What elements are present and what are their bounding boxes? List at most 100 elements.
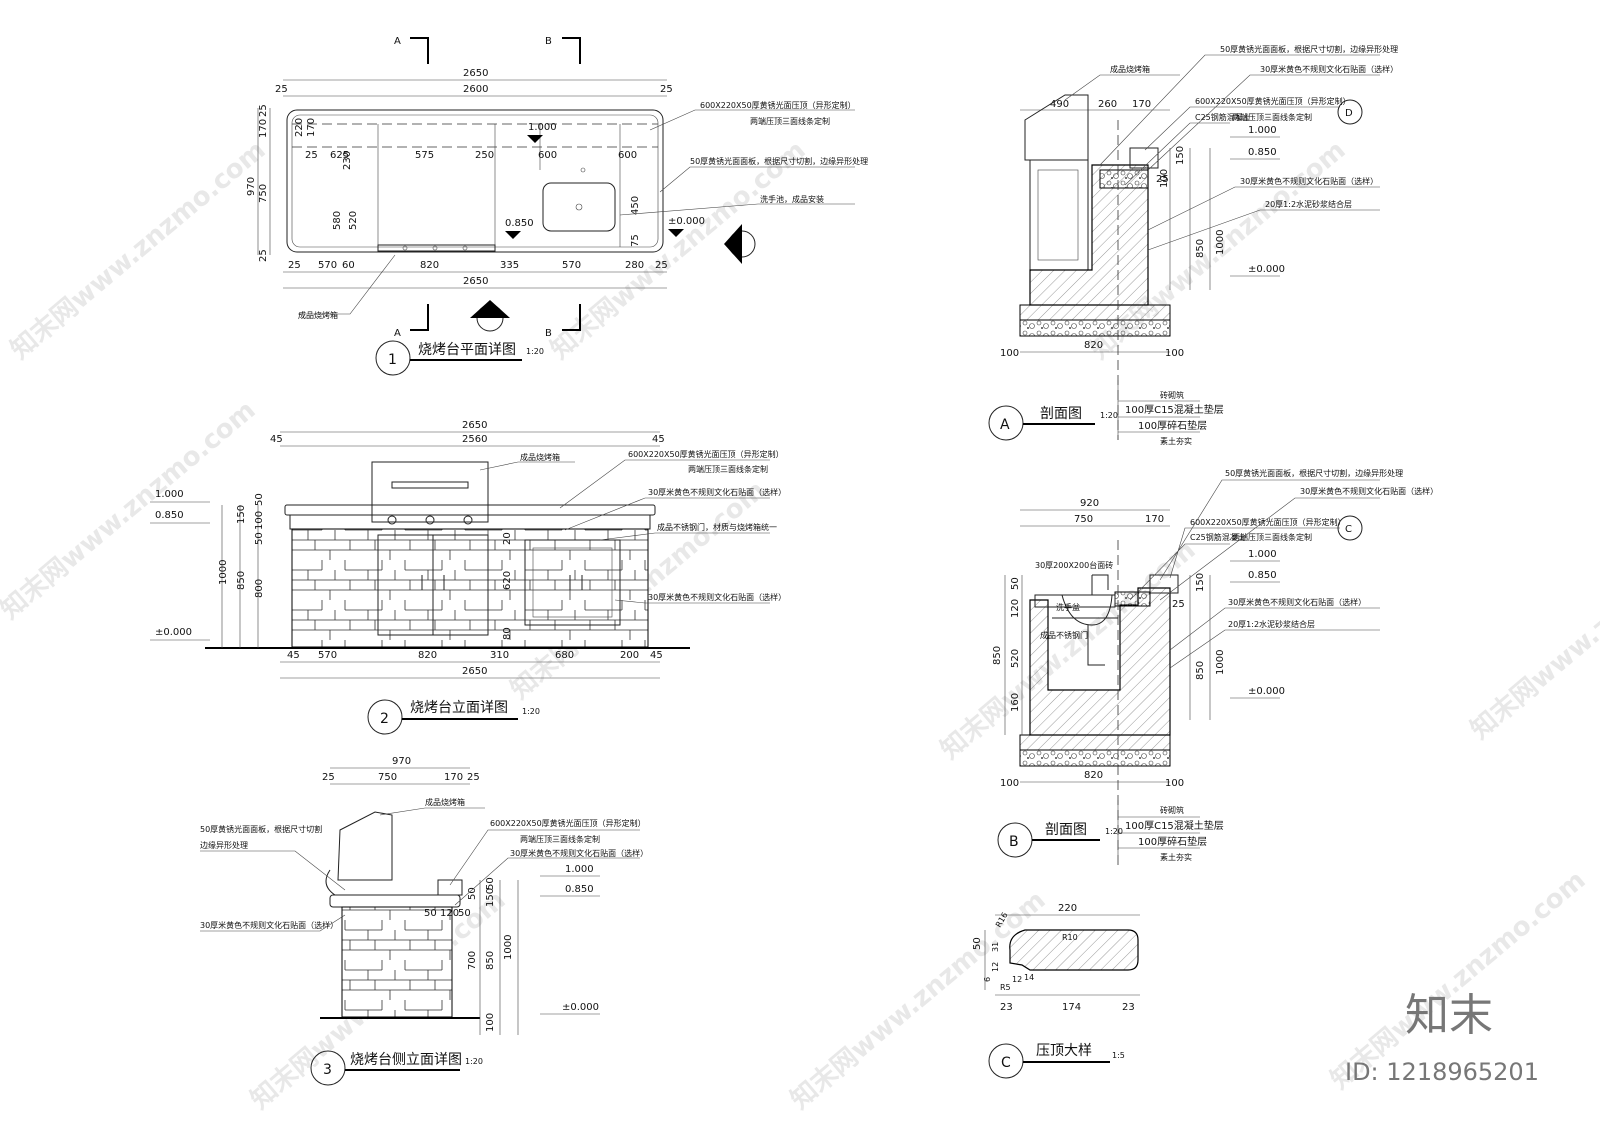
layer-label: 素土夯实 — [1160, 852, 1192, 862]
section-a-label: A — [394, 36, 401, 47]
dimension: 200 — [620, 650, 639, 661]
dimension: 120 — [1010, 599, 1021, 618]
dimension: 1000 — [1215, 650, 1226, 675]
annotation: 30厚米黄色不规则文化石贴面（选样） — [1240, 176, 1378, 186]
dimension: 2650 — [462, 666, 487, 677]
dimension: 2650 — [463, 68, 488, 79]
dimension: 50 — [1010, 577, 1021, 590]
dimension: 620 — [502, 571, 513, 590]
annotation: 50厚黄锈光面面板，根据尺寸切割 — [200, 824, 322, 834]
layer-label: 100厚C15混凝土垫层 — [1125, 403, 1224, 416]
dimension: 45 — [287, 650, 300, 661]
dimension: 750 — [378, 772, 397, 783]
view-scale: 1:5 — [1112, 1051, 1125, 1060]
level-mark: ±0.000 — [668, 216, 705, 227]
view-number: 3 — [323, 1062, 332, 1078]
dimension: 820 — [1084, 770, 1103, 781]
front-elevation-view: 2650 45 2560 45 1.000 0.850 ±0.000 50 — [150, 420, 786, 735]
dimension: 100 — [485, 1013, 496, 1032]
dimension: 280 — [625, 260, 644, 271]
callout-label: C — [1345, 524, 1352, 535]
dimension: 570 — [318, 650, 337, 661]
section-b-label: B — [545, 36, 552, 47]
dimension: R10 — [1062, 933, 1078, 942]
dimension: 100 — [1165, 778, 1184, 789]
dimension: 50 — [458, 908, 471, 919]
annotation: 20厚1:2水泥砂浆结合层 — [1265, 199, 1352, 209]
dimension: 820 — [418, 650, 437, 661]
dimension: 150 — [485, 888, 496, 907]
view-scale: 1:20 — [522, 707, 540, 716]
dimension: 970 — [392, 756, 411, 767]
annotation: 20厚1:2水泥砂浆结合层 — [1228, 619, 1315, 629]
dimension: 12 — [991, 962, 1000, 972]
dimension: 850 — [992, 646, 1003, 665]
dimension: 160 — [1010, 693, 1021, 712]
dimension: 335 — [500, 260, 519, 271]
watermark: 知末网www.znzmo.com — [1465, 515, 1600, 745]
level-mark: ±0.000 — [1248, 264, 1285, 275]
annotation: 50厚黄锈光面面板，根据尺寸切割，边缘异形处理 — [1225, 468, 1403, 478]
annotation: C25钢筋混凝土 — [1190, 532, 1246, 542]
dimension: 50 — [254, 532, 265, 545]
dimension: 25 — [322, 772, 335, 783]
level-mark: 1.000 — [1248, 125, 1277, 136]
brand-logo-text: 知末 — [1405, 990, 1493, 1041]
dimension: 600 — [538, 150, 557, 161]
dimension: 520 — [348, 211, 359, 230]
annotation: 50厚黄锈光面面板，根据尺寸切割，边缘异形处理 — [1220, 44, 1398, 54]
annotation: 成品烧烤箱 — [1110, 64, 1150, 74]
dimension: 1000 — [218, 560, 229, 585]
view-scale: 1:20 — [1100, 411, 1118, 420]
dimension: 31 — [991, 942, 1000, 952]
annotation: 30厚米黄色不规则文化石贴面（选样） — [1228, 597, 1366, 607]
view-title: 烧烤台侧立面详图 — [350, 1052, 462, 1068]
level-mark: 0.850 — [565, 884, 594, 895]
side-elevation-view: 970 25 750 170 25 1.000 0.850 ±0.000 50 … — [200, 756, 648, 1086]
dimension: 45 — [652, 434, 665, 445]
annotation: 600X220X50厚黄锈光面压顶（异形定制） — [628, 449, 784, 459]
annotation: 600X220X50厚黄锈光面压顶（异形定制） — [1190, 517, 1346, 527]
dimension: 450 — [630, 196, 641, 215]
watermark: 知末网www.znzmo.com — [785, 885, 1051, 1115]
dimension: 220 — [1058, 903, 1077, 914]
dimension: 12 — [1012, 975, 1022, 984]
dimension: 625 — [330, 150, 349, 161]
dimension: 25 — [660, 84, 673, 95]
plan-view: A B A B 2650 25 2600 25 625 575 250 — [246, 36, 868, 376]
dimension: 50 — [254, 493, 265, 506]
dimension: 570 — [318, 260, 337, 271]
level-mark: ±0.000 — [562, 1002, 599, 1013]
dimension: 50 — [485, 877, 496, 890]
dimension: 250 — [475, 150, 494, 161]
view-title: 剖面图 — [1040, 406, 1082, 422]
level-mark: 0.850 — [505, 218, 534, 229]
callout-label: 30厚200X200台面砖 — [1035, 560, 1113, 570]
annotation: 洗手池，成品安装 — [760, 194, 824, 204]
dimension: 25 — [275, 84, 288, 95]
dimension: 100 — [1165, 348, 1184, 359]
dimension: 120 — [440, 908, 459, 919]
dimension: 25 — [1156, 174, 1169, 185]
dimension: 680 — [555, 650, 574, 661]
annotation: 30厚米黄色不规则文化石贴面（选样） — [648, 487, 786, 497]
dimension: 820 — [420, 260, 439, 271]
dimension: 850 — [1195, 661, 1206, 680]
annotation: 600X220X50厚黄锈光面压顶（异形定制） — [700, 100, 856, 110]
layer-label: 100厚碎石垫层 — [1138, 419, 1207, 432]
view-title: 压顶大样 — [1036, 1043, 1092, 1059]
dimension: 1000 — [1215, 230, 1226, 255]
dimension: 6 — [983, 977, 992, 982]
dimension: 170 — [1132, 99, 1151, 110]
annotation: 50厚黄锈光面面板，根据尺寸切割，边缘异形处理 — [690, 156, 868, 166]
callout-label: 洗手盆 — [1056, 602, 1080, 612]
level-mark: ±0.000 — [1248, 686, 1285, 697]
dimension: 150 — [236, 505, 247, 524]
dimension: 520 — [1010, 649, 1021, 668]
dimension: 170 — [258, 119, 269, 138]
level-mark: 0.850 — [155, 510, 184, 521]
dimension: 50 — [467, 887, 478, 900]
section-a-label: A — [394, 328, 401, 339]
view-number: B — [1009, 834, 1019, 850]
layer-label: 砖砌筑 — [1160, 390, 1184, 400]
